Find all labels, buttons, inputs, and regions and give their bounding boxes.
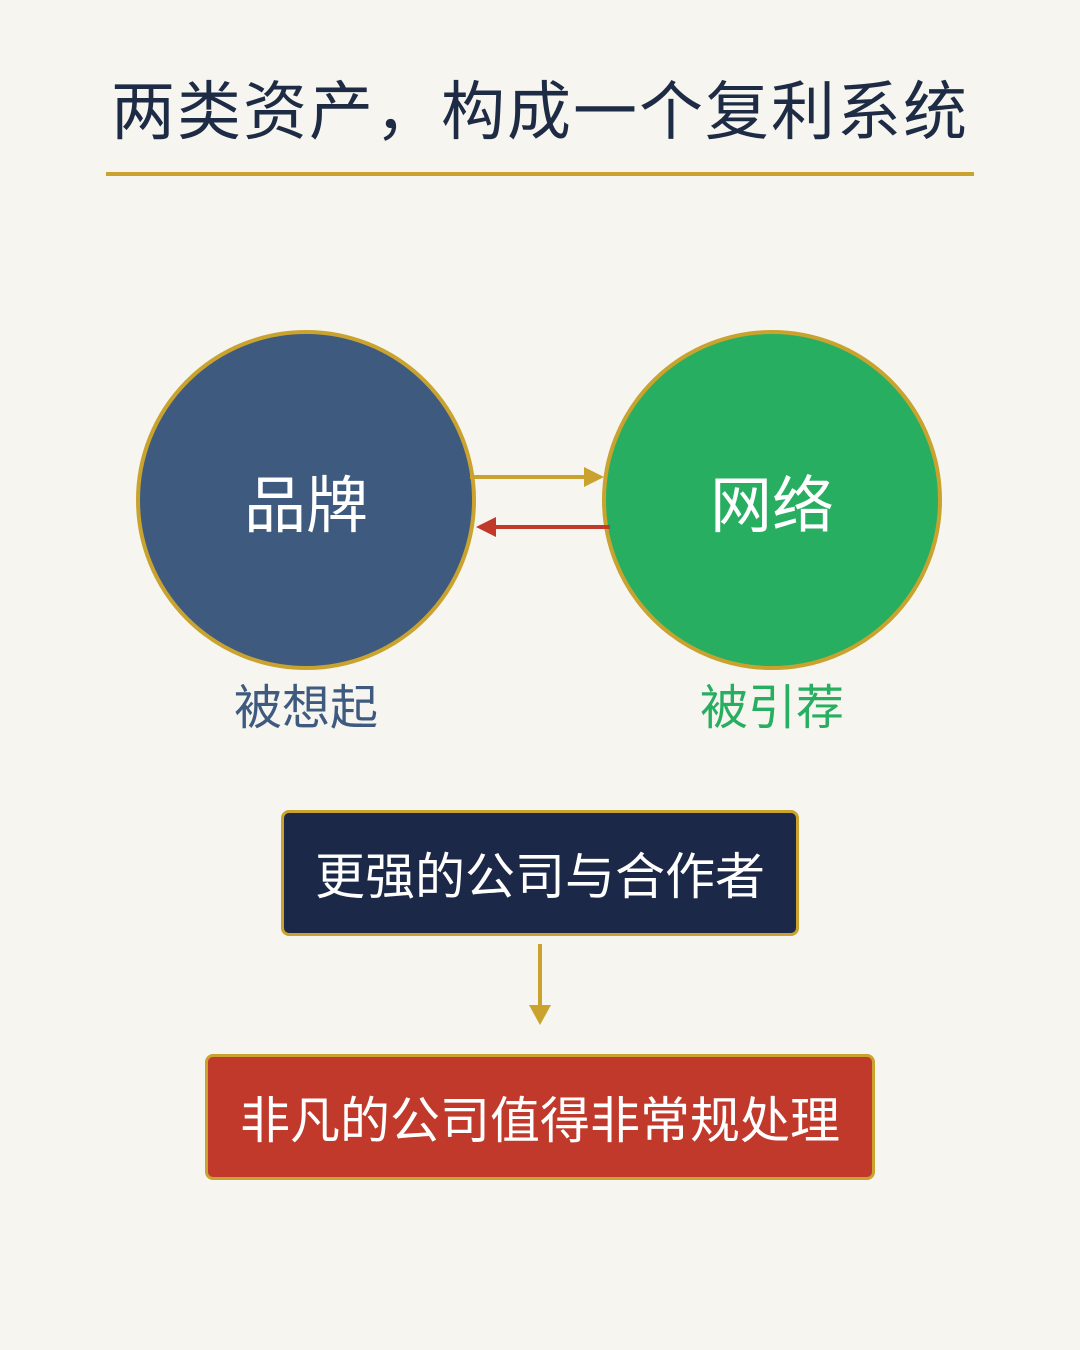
title-underline (106, 172, 974, 176)
page-title: 两类资产，构成一个复利系统 (111, 76, 969, 150)
arrow-stronger-to-extraordinary (529, 944, 551, 1025)
brand-caption: 被想起 (233, 680, 378, 736)
brand-node-label: 品牌 (243, 469, 368, 542)
brand-node: 品牌 (136, 330, 476, 670)
arrow-brand-to-network (470, 467, 604, 487)
network-node-label: 网络 (709, 469, 834, 542)
network-node: 网络 (602, 330, 942, 670)
extraordinary-company-box: 非凡的公司值得非常规处理 (205, 1054, 875, 1180)
stronger-company-text: 更强的公司与合作者 (315, 848, 765, 906)
network-caption: 被引荐 (699, 680, 844, 736)
stronger-company-box: 更强的公司与合作者 (281, 810, 799, 936)
arrow-network-to-brand (476, 517, 610, 537)
extraordinary-company-text: 非凡的公司值得非常规处理 (240, 1092, 840, 1150)
